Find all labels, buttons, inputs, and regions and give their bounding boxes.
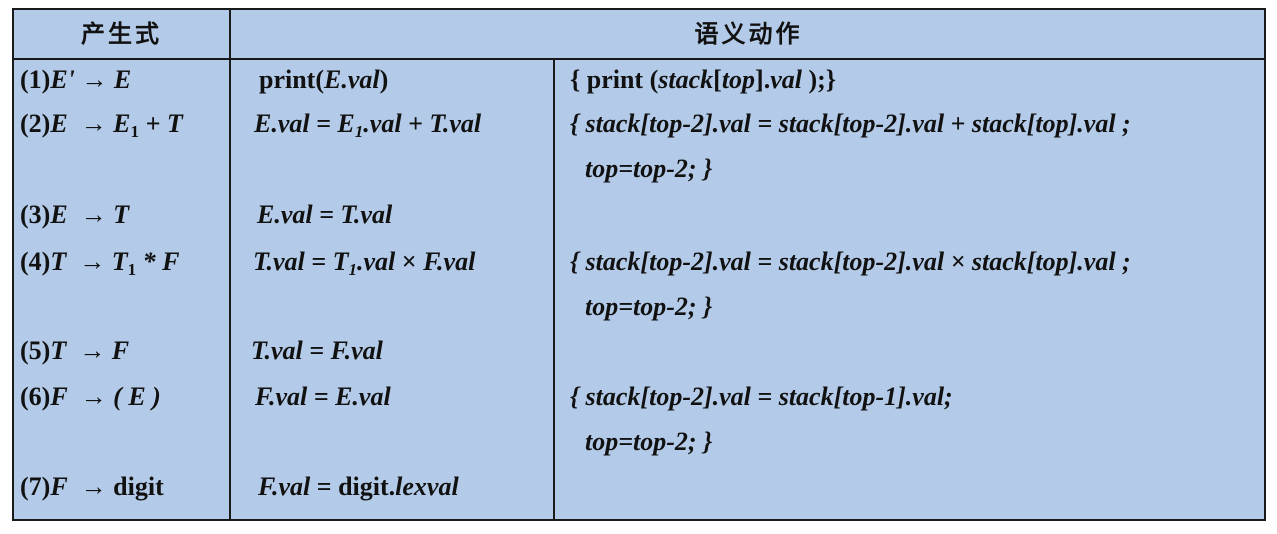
- production-3: (3)E → T: [20, 200, 130, 229]
- column-divider-2: [553, 60, 555, 519]
- header-divider: [14, 58, 1264, 60]
- rule-5: T.val = F.val: [251, 336, 383, 365]
- action-1: { print (stack[top].val );}: [570, 65, 837, 94]
- column-divider-1: [229, 10, 231, 519]
- rule-4: T.val = T1.val × F.val: [253, 247, 476, 279]
- production-4: (4)T → T1 * F: [20, 247, 180, 279]
- action-2-line-1: { stack[top-2].val = stack[top-2].val + …: [570, 109, 1131, 138]
- header-semantic-action: 语义动作: [694, 20, 803, 48]
- action-6-line-1: { stack[top-2].val = stack[top-1].val;: [570, 382, 953, 411]
- production-7: (7)F → digit: [20, 472, 164, 501]
- header-production: 产生式: [81, 20, 162, 48]
- rule-3: E.val = T.val: [257, 200, 393, 229]
- action-4-line-1: { stack[top-2].val = stack[top-2].val × …: [570, 247, 1131, 276]
- production-1: (1)E' → E: [20, 65, 132, 94]
- action-6-line-2: top=top-2; }: [585, 427, 713, 456]
- action-4-line-2: top=top-2; }: [585, 292, 713, 321]
- action-2-line-2: top=top-2; }: [585, 154, 713, 183]
- production-2: (2)E → E1 + T: [20, 109, 183, 141]
- rule-7: F.val = digit.lexval: [258, 472, 459, 501]
- production-6: (6)F → ( E ): [20, 382, 161, 411]
- semantic-action-table: 产生式 语义动作 (1)E' → E print(E.val) { print …: [12, 8, 1266, 521]
- production-5: (5)T → F: [20, 336, 130, 365]
- rule-6: F.val = E.val: [255, 382, 391, 411]
- rule-1: print(E.val): [259, 65, 389, 94]
- rule-2: E.val = E1.val + T.val: [254, 109, 482, 141]
